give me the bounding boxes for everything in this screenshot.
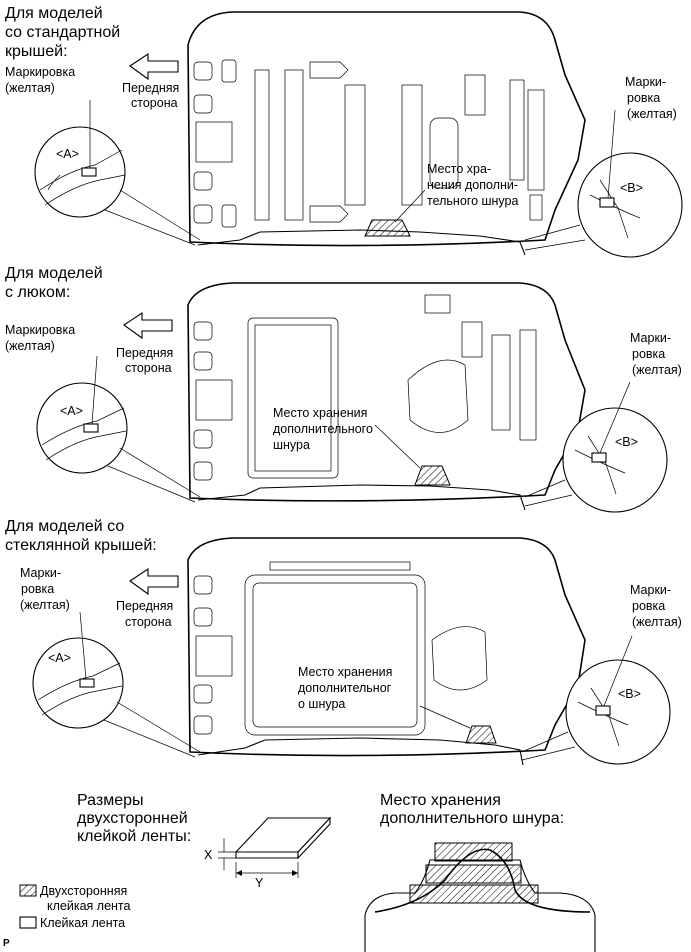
section-1-storage-line-2: нения дополни- [427,178,518,192]
callout-a-circle-3 [32,637,124,729]
section-3-marking-b-line-1: Марки- [630,583,671,597]
section-2-title-line-2: с люком: [5,284,70,301]
roof-outline-standard [187,11,586,247]
section-3-front-line-1: Передняя [116,599,173,613]
callout-b-circle-3 [565,659,671,765]
section-3-storage-line-2: дополнительног [298,681,392,695]
section-1-storage-line-1: Место хра- [427,162,491,176]
section-2-marking-a-line-2: (желтая) [5,339,55,353]
section-1-marking-a-line-2: (желтая) [5,81,55,95]
storage-detail-title-line-1: Место хранения [380,792,501,809]
section-1-marking-b-line-3: (желтая) [627,107,677,121]
callout-b-circle-1 [577,152,683,258]
section-2-storage-line-3: шнура [273,438,310,452]
storage-location-3 [465,725,497,744]
section-1-front-line-2: сторона [131,96,178,110]
section-3-marking-b-line-2: ровка [632,599,665,613]
storage-location-2 [414,465,451,486]
callout-b-circle-2 [562,407,668,513]
legend-tape-swatch [19,916,37,929]
callout-b-label-2: <B> [615,435,638,449]
section-3-marking-b-line-3: (желтая) [632,615,682,629]
section-2-storage-line-1: Место хранения [273,406,367,420]
callout-a-circle-2 [36,382,128,474]
storage-detail-title-line-2: дополнительного шнура: [380,810,564,827]
storage-tape-bottom [409,884,539,904]
roof-outline-sunroof [187,282,586,502]
section-standard-roof: Для моделей со стандартной крышей: Марки… [5,5,683,258]
section-2-marking-b-line-3: (желтая) [632,363,682,377]
section-3-title-line-1: Для моделей со [5,518,124,535]
section-1-marking-b-line-2: ровка [627,91,660,105]
section-1-storage-line-3: тельного шнура [427,194,518,208]
footer-code: P [3,938,10,949]
front-arrow-icon [129,52,179,81]
section-1-marking-a-line-1: Маркировка [5,65,75,79]
section-2-storage-line-2: дополнительного [273,422,373,436]
callout-b-label-3: <B> [618,687,641,701]
section-2-title-line-1: Для моделей [5,265,103,282]
section-2-marking-b-line-2: ровка [632,347,665,361]
callout-b-label-1: <B> [620,181,643,195]
storage-detail: Место хранения дополнительного шнура: [364,792,596,952]
callout-a-label-1: <A> [56,147,79,161]
section-1-title-line-1: Для моделей [5,5,103,22]
section-2-marking-a-line-1: Маркировка [5,323,75,337]
legend-double-tape-swatch [19,884,37,897]
front-arrow-icon [129,567,179,596]
legend-double-tape-line-1: Двухсторонняя [40,884,127,898]
callout-a-circle-1 [34,126,126,218]
callout-a-label-2: <A> [60,404,83,418]
section-1-front-line-1: Передняя [122,81,179,95]
tape-y-label: Y [255,876,264,890]
section-3-storage-line-3: о шнура [298,697,345,711]
storage-tape-mid [425,864,522,884]
roof-outline-glass [187,537,586,757]
legend: Двухсторонняя клейкая лента Клейкая лент… [3,884,131,949]
section-3-front-line-2: сторона [125,615,172,629]
section-3-marking-a-line-2: ровка [21,582,54,596]
legend-double-tape-line-2: клейкая лента [47,899,131,913]
tape-x-label: X [204,848,213,862]
front-arrow-icon [123,311,173,340]
section-3-title-line-2: стеклянной крышей: [5,537,157,554]
tape-size-title-line-2: двухсторонней [77,810,188,827]
section-2-front-line-2: сторона [125,361,172,375]
tape-dimensions: Размеры двухсторонней клейкой ленты: X Y [77,792,332,890]
section-3-storage-line-1: Место хранения [298,665,392,679]
section-1-title-line-2: со стандартной [5,24,120,41]
section-3-marking-a-line-3: (желтая) [20,598,70,612]
storage-location-1 [364,219,411,237]
callout-a-label-3: <A> [48,651,71,665]
section-2-front-line-1: Передняя [116,346,173,360]
section-3-marking-a-line-1: Марки- [20,566,61,580]
legend-tape-label: Клейкая лента [40,916,125,930]
section-2-marking-b-line-1: Марки- [630,331,671,345]
section-1-marking-b-line-1: Марки- [625,75,666,89]
section-1-title-line-3: крышей: [5,43,68,60]
section-glass-roof: Для моделей со стеклянной крышей: Марки-… [5,518,682,766]
tape-size-title-line-1: Размеры [77,792,144,809]
tape-size-title-line-3: клейкой ленты: [77,828,191,845]
section-sunroof: Для моделей с люком: Маркировка (желтая)… [5,265,682,513]
